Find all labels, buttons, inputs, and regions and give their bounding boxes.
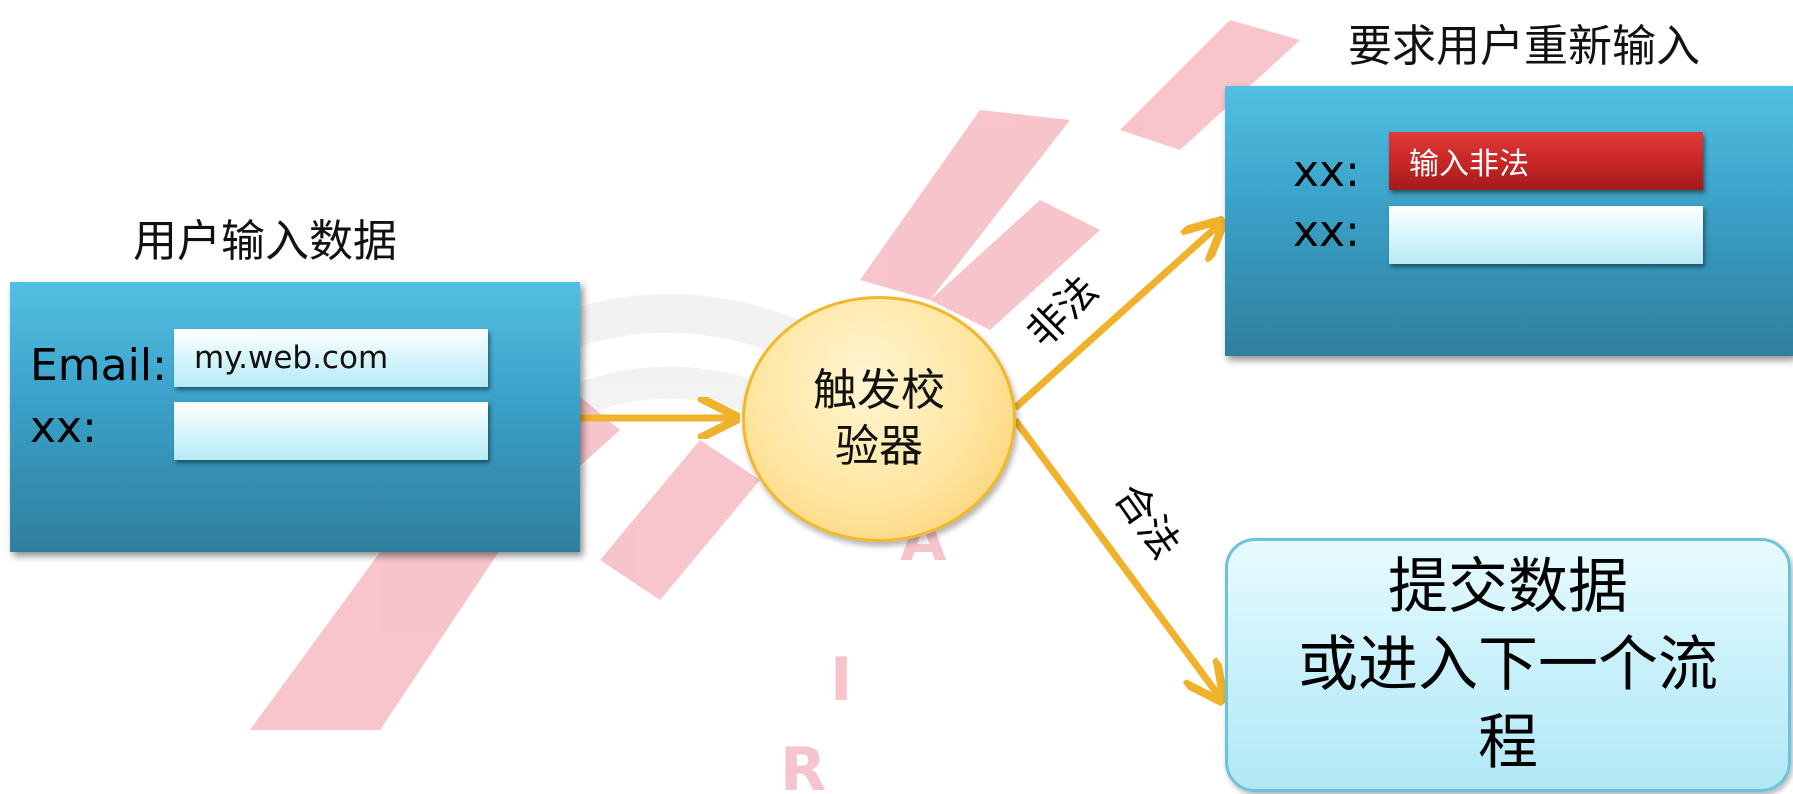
invalid-section-title: 要求用户重新输入 bbox=[1348, 21, 1700, 72]
xx-label: xx: bbox=[30, 402, 97, 453]
email-field[interactable]: my.web.com bbox=[174, 329, 488, 387]
invalid-form-panel: xx: 输入非法 xx: bbox=[1225, 86, 1793, 356]
row1-label: xx: bbox=[1293, 146, 1360, 197]
validator-label-2: 验器 bbox=[835, 421, 923, 472]
submit-line-3: 程 bbox=[1478, 708, 1538, 778]
validator-node: 触发校 验器 bbox=[742, 296, 1016, 542]
input-form-panel: Email: my.web.com xx: bbox=[10, 282, 580, 552]
input-section-title: 用户输入数据 bbox=[133, 216, 397, 267]
submit-node: 提交数据 或进入下一个流 程 bbox=[1225, 538, 1791, 792]
validator-label-1: 触发校 bbox=[813, 365, 945, 416]
arrow-invalid bbox=[1012, 222, 1222, 411]
submit-line-2: 或进入下一个流 bbox=[1298, 630, 1718, 700]
row2-label: xx: bbox=[1293, 206, 1360, 257]
xx-field[interactable] bbox=[174, 402, 488, 460]
error-field[interactable]: 输入非法 bbox=[1389, 132, 1703, 190]
email-label: Email: bbox=[30, 340, 167, 391]
submit-line-1: 提交数据 bbox=[1388, 552, 1628, 622]
row2-field[interactable] bbox=[1389, 206, 1703, 264]
arrow-valid bbox=[1012, 417, 1222, 700]
